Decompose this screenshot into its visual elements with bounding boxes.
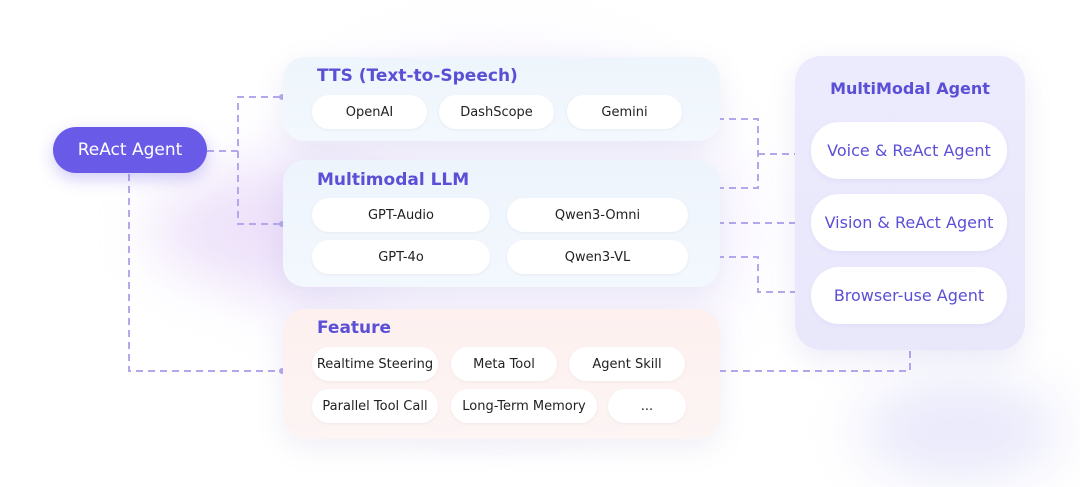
llm-item-gpt-audio: GPT-Audio (312, 198, 490, 232)
agent-item-vision-react: Vision & ReAct Agent (811, 194, 1007, 251)
llm-item-gpt-4o: GPT-4o (312, 240, 490, 274)
react-agent-node: ReAct Agent (53, 127, 207, 173)
tts-item-dashscope: DashScope (439, 95, 554, 129)
feature-title: Feature (317, 318, 392, 338)
tts-panel: TTS (Text-to-Speech) OpenAI DashScope Ge… (283, 57, 720, 141)
multimodal-llm-panel: Multimodal LLM GPT-Audio Qwen3-Omni GPT-… (283, 160, 720, 287)
feature-panel: Feature Realtime Steering Meta Tool Agen… (283, 309, 720, 439)
multimodal-agent-title: MultiModal Agent (830, 79, 990, 98)
tts-item-openai: OpenAI (312, 95, 427, 129)
feature-item-long-term-memory: Long-Term Memory (451, 389, 597, 423)
connector-react-to-feature (128, 174, 281, 372)
connector-to-browser-agent (717, 256, 805, 293)
connector-react-to-modules (207, 96, 281, 225)
llm-item-qwen3-omni: Qwen3-Omni (507, 198, 688, 232)
feature-item-realtime-steering: Realtime Steering (312, 347, 438, 381)
feature-item-agent-skill: Agent Skill (569, 347, 685, 381)
tts-item-gemini: Gemini (567, 95, 682, 129)
llm-item-qwen3-vl: Qwen3-VL (507, 240, 688, 274)
tts-title: TTS (Text-to-Speech) (317, 66, 518, 86)
feature-item-more: ... (608, 389, 686, 423)
connector-to-voice-agent (717, 118, 805, 189)
agent-item-voice-react: Voice & ReAct Agent (811, 122, 1007, 179)
feature-item-meta-tool: Meta Tool (451, 347, 557, 381)
multimodal-llm-title: Multimodal LLM (317, 170, 470, 190)
agent-item-browser-use: Browser-use Agent (811, 267, 1007, 324)
multimodal-agent-panel: MultiModal Agent Voice & ReAct Agent Vis… (795, 56, 1025, 350)
connector-feature-to-agents (719, 340, 911, 372)
feature-item-parallel-tool-call: Parallel Tool Call (312, 389, 438, 423)
